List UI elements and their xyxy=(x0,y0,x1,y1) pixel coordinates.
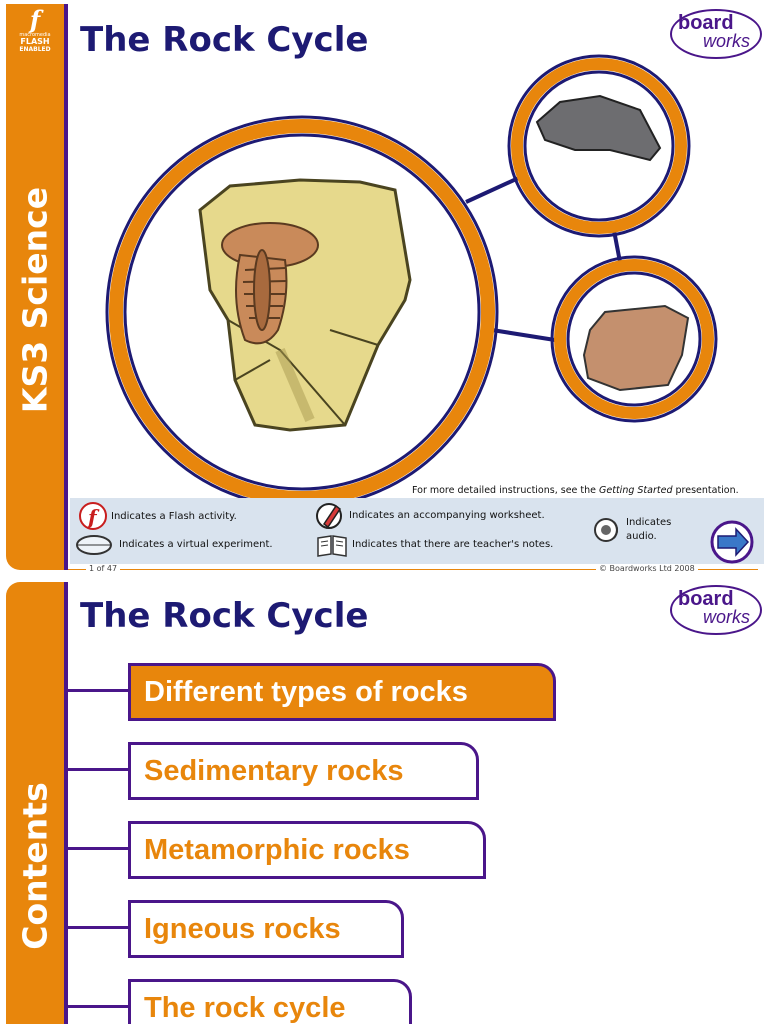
side-bar-divider xyxy=(64,4,68,570)
key-audio-line1: Indicates xyxy=(626,517,672,528)
menu-item-different-types-of-rocks[interactable]: Different types of rocks xyxy=(128,663,556,721)
boardworks-logo: board works xyxy=(669,584,763,636)
menu-connector xyxy=(68,1005,130,1008)
page-title: The Rock Cycle xyxy=(80,20,369,60)
menu-connector xyxy=(68,847,130,850)
menu-item-the-rock-cycle[interactable]: The rock cycle xyxy=(128,979,412,1024)
flash-badge-line2: FLASH xyxy=(20,37,50,46)
speaker-icon xyxy=(594,518,618,542)
flash-icon: f xyxy=(79,502,107,530)
page-title: The Rock Cycle xyxy=(80,596,369,636)
instructions-note: For more detailed instructions, see the … xyxy=(412,485,739,496)
book-icon xyxy=(317,535,347,557)
flash-badge-line3: ENABLED xyxy=(19,46,51,53)
side-bar-divider xyxy=(64,582,68,1024)
rock-cycle-illustration xyxy=(105,54,718,500)
flash-enabled-badge: f macromedia FLASH ENABLED xyxy=(14,8,56,60)
key-audio: Indicates audio. xyxy=(626,516,671,544)
side-bar xyxy=(6,4,64,570)
footer-rule xyxy=(68,569,758,570)
copyright: © Boardworks Ltd 2008 xyxy=(596,564,698,573)
logo-word-works: works xyxy=(703,607,751,627)
sandstone-rock-icon xyxy=(582,304,690,392)
menu-connector xyxy=(68,926,130,929)
key-worksheet: Indicates an accompanying worksheet. xyxy=(349,510,545,521)
icon-key-bar xyxy=(70,498,764,564)
menu-item-metamorphic-rocks[interactable]: Metamorphic rocks xyxy=(128,821,486,879)
menu-connector xyxy=(68,768,130,771)
logo-word-works: works xyxy=(703,31,751,51)
key-teachers-notes: Indicates that there are teacher's notes… xyxy=(352,539,554,550)
side-bar xyxy=(6,582,64,1024)
page-number: 1 of 47 xyxy=(86,564,121,573)
menu-item-sedimentary-rocks[interactable]: Sedimentary rocks xyxy=(128,742,479,800)
key-audio-line2: audio. xyxy=(626,531,657,542)
key-virtual-experiment: Indicates a virtual experiment. xyxy=(119,539,273,550)
pencil-icon xyxy=(316,503,342,529)
flash-logo-icon: f xyxy=(29,5,41,34)
trilobite-fossil-icon xyxy=(198,178,412,432)
slide-title: f macromedia FLASH ENABLED KS3 Science T… xyxy=(6,4,764,573)
side-label: Contents xyxy=(15,782,55,950)
goggles-icon xyxy=(76,535,112,555)
menu-item-igneous-rocks[interactable]: Igneous rocks xyxy=(128,900,404,958)
svg-text:f: f xyxy=(86,505,100,529)
key-flash-activity: Indicates a Flash activity. xyxy=(111,511,237,522)
boardworks-logo: board works xyxy=(669,8,763,60)
grey-rock-icon xyxy=(535,94,662,162)
connector-line xyxy=(491,328,556,342)
slide-contents: Contents The Rock Cycle board works Diff… xyxy=(0,576,768,1024)
logo-word-board: board xyxy=(678,588,734,610)
logo-word-board: board xyxy=(678,12,734,34)
menu-connector xyxy=(68,689,130,692)
next-arrow-icon[interactable] xyxy=(708,520,756,564)
flash-badge-line1: macromedia xyxy=(19,32,51,38)
